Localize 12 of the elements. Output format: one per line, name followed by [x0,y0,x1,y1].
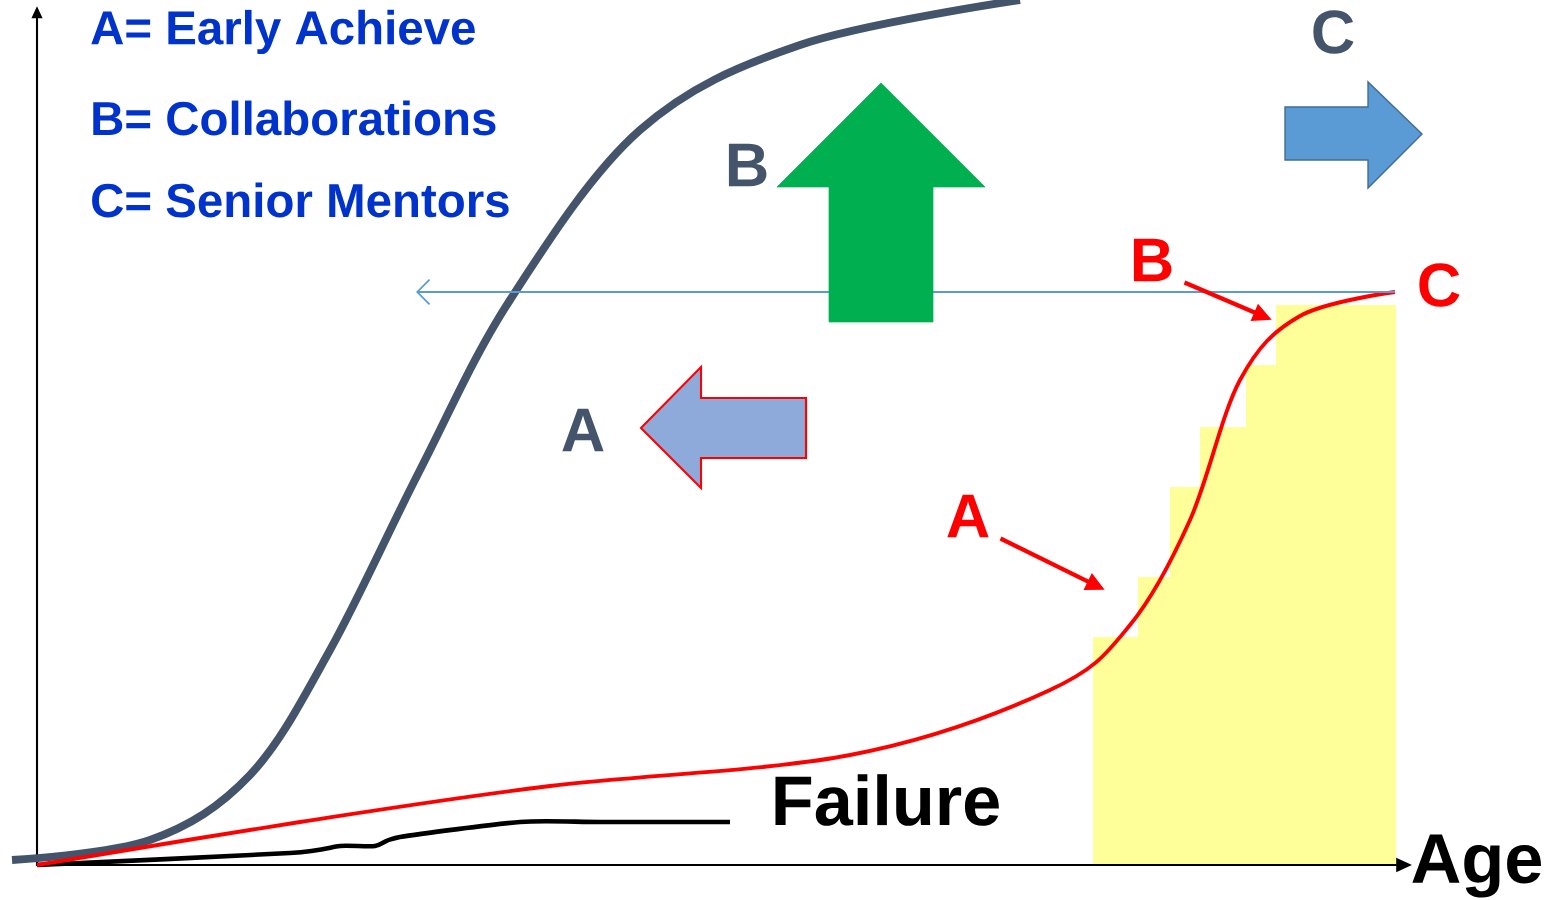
arrow-letter: A [562,408,604,452]
curve-label: Failure [775,774,999,826]
point-letter: A [947,494,989,538]
point-letter: B [1133,238,1172,282]
axis-label: Age [1412,834,1541,898]
legend-text: A= Early Achieve [91,9,475,55]
legend-text: B= Collaborations [93,100,496,136]
arrow-letter: B [728,143,767,187]
arrow-letter: C [1313,10,1354,54]
legend-text: C= Senior Mentors [92,182,509,218]
step-bars [1093,305,1396,865]
point-letter: C [1419,263,1460,307]
